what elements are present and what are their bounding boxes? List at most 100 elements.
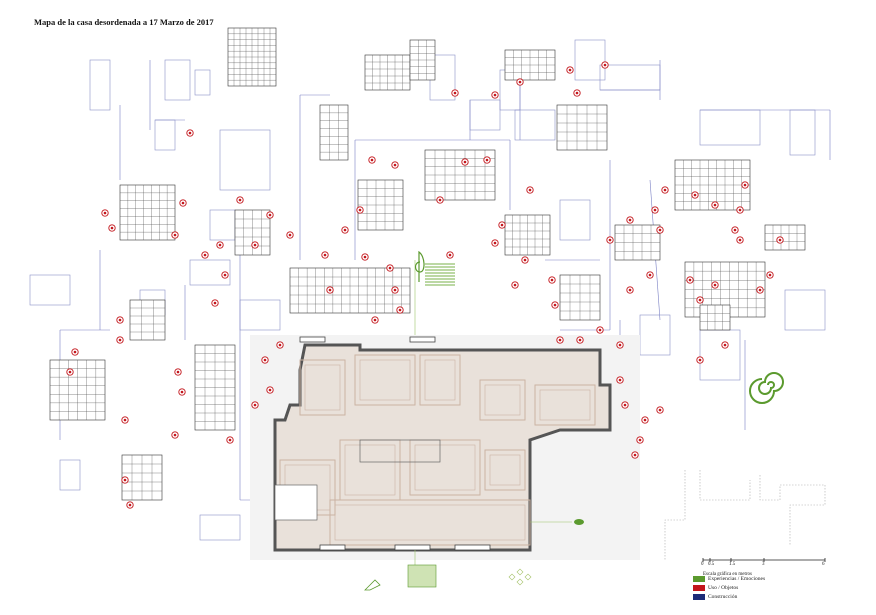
legend-item-experiences: Experiencias / Emociones: [693, 576, 765, 582]
honeycomb-icon: [516, 578, 524, 586]
object-icon-glyph: [393, 163, 397, 167]
object-icon-glyph: [738, 238, 742, 242]
room-inner-outline: [489, 454, 521, 486]
object-icon-glyph: [723, 343, 727, 347]
bed: [274, 484, 318, 521]
furniture-outline: [559, 199, 591, 241]
object-icon-glyph: [758, 288, 762, 292]
object-icon-glyph: [778, 238, 782, 242]
window: [409, 336, 436, 343]
spiral-icon: [749, 372, 784, 404]
object-icon-glyph: [643, 418, 647, 422]
legend-label: Uso / Objetos: [708, 585, 739, 591]
object-icon-glyph: [103, 211, 107, 215]
object-icon-glyph: [123, 418, 127, 422]
room-inner-outline: [334, 504, 526, 541]
object-icon-glyph: [393, 288, 397, 292]
object-icon-glyph: [373, 318, 377, 322]
object-icon-glyph: [288, 233, 292, 237]
object-icon-glyph: [633, 453, 637, 457]
object-icon-glyph: [623, 403, 627, 407]
object-icon-glyph: [485, 158, 489, 162]
object-icon-glyph: [388, 266, 392, 270]
object-icon-glyph: [658, 228, 662, 232]
object-icon-glyph: [128, 503, 132, 507]
floor-plan-walls: [273, 343, 612, 552]
object-icon-glyph: [608, 238, 612, 242]
object-icon-glyph: [181, 201, 185, 205]
room-outline: [484, 449, 526, 491]
object-icon-glyph: [550, 278, 554, 282]
object-icon-glyph: [713, 203, 717, 207]
object-icon-glyph: [463, 160, 467, 164]
object-icon-glyph: [638, 438, 642, 442]
room-outline: [354, 354, 416, 406]
honeycomb-icon: [524, 573, 532, 581]
object-icon-glyph: [768, 273, 772, 277]
object-icon-glyph: [698, 298, 702, 302]
furniture-outline: [784, 289, 826, 331]
object-icon-glyph: [693, 193, 697, 197]
object-icon-glyph: [518, 80, 522, 84]
legend-label: Experiencias / Emociones: [708, 576, 766, 582]
object-icon-glyph: [263, 358, 267, 362]
room-inner-outline: [539, 389, 591, 421]
object-icon-glyph: [253, 243, 257, 247]
furniture-outline: [189, 259, 231, 286]
object-icon-glyph: [628, 218, 632, 222]
object-icon-glyph: [598, 328, 602, 332]
legend-item-objects: Uso / Objetos: [693, 585, 738, 591]
legend-swatch-red: [693, 585, 705, 591]
object-icon-glyph: [500, 223, 504, 227]
object-icon-glyph: [453, 91, 457, 95]
portrait-image: [407, 564, 437, 588]
furniture-outline: [199, 514, 241, 541]
furniture-outline: [789, 109, 816, 156]
object-icon-glyph: [228, 438, 232, 442]
object-icon-glyph: [278, 343, 282, 347]
bird-icon: [364, 579, 381, 591]
object-icon-glyph: [493, 241, 497, 245]
room-outline: [409, 439, 481, 496]
map-title: Mapa de la casa desordenada a 17 Marzo d…: [34, 17, 214, 27]
object-icon-glyph: [176, 370, 180, 374]
scale-tick-label: 0.5: [708, 562, 715, 567]
object-icon-glyph: [370, 158, 374, 162]
furniture-outline: [514, 109, 556, 141]
object-icon-glyph: [553, 303, 557, 307]
scale-tick-label: 3: [762, 562, 765, 567]
object-icon-glyph: [218, 243, 222, 247]
legend-label: Construcción: [708, 594, 738, 600]
object-icon-glyph: [328, 288, 332, 292]
object-icon-glyph: [738, 208, 742, 212]
object-icon-glyph: [688, 278, 692, 282]
furniture-outline: [574, 39, 606, 81]
furniture-outline: [599, 64, 661, 91]
legend-swatch-green: [693, 576, 705, 582]
room-inner-outline: [304, 364, 341, 411]
object-icon-glyph: [528, 188, 532, 192]
object-icon-glyph: [188, 131, 192, 135]
object-icon-glyph: [173, 233, 177, 237]
legend-swatch-navy: [693, 594, 705, 600]
room-inner-outline: [424, 359, 456, 401]
sofa: [359, 439, 441, 463]
furniture-outline: [239, 299, 281, 331]
object-icon-glyph: [448, 253, 452, 257]
treble-clef-icon: [414, 250, 425, 282]
honeycomb-icon: [516, 568, 524, 576]
object-icon-glyph: [658, 408, 662, 412]
object-icon-glyph: [398, 308, 402, 312]
room-outline: [419, 354, 461, 406]
furniture-outline: [164, 59, 191, 101]
object-icon-glyph: [343, 228, 347, 232]
honeycomb-icon: [508, 573, 516, 581]
item-cluster: [764, 224, 806, 251]
object-icon-glyph: [203, 253, 207, 257]
object-icon-glyph: [68, 370, 72, 374]
item-cluster: [119, 184, 176, 241]
room-inner-outline: [344, 444, 396, 496]
object-icon-glyph: [733, 228, 737, 232]
object-icon-glyph: [628, 288, 632, 292]
